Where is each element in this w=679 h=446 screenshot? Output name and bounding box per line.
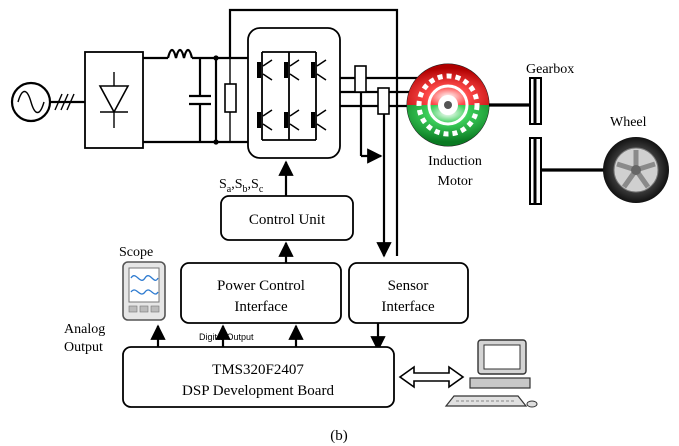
switch-s-b: S xyxy=(235,177,243,192)
control-unit-block xyxy=(220,195,354,241)
switch-s-a: S xyxy=(219,177,227,192)
analog-label-1: Analog xyxy=(64,322,105,337)
scope-label: Scope xyxy=(119,245,153,260)
dsp-label-2: DSP Development Board xyxy=(182,383,334,399)
rectifier-block xyxy=(84,51,144,149)
switch-comma-2: , xyxy=(248,177,252,192)
induction-label: Induction xyxy=(428,154,482,169)
wheel-icon xyxy=(603,137,669,203)
switching-signals-label: Sa,Sb,Sc xyxy=(219,177,264,195)
switch-comma-1: , xyxy=(231,177,235,192)
scope-icon xyxy=(122,261,166,321)
figure-caption: (b) xyxy=(330,428,348,444)
bidirectional-link-arrow xyxy=(398,365,465,389)
dsp-label-1: TMS320F2407 xyxy=(212,362,304,378)
switch-sub-a: a xyxy=(227,184,232,195)
sensor-label-1: Sensor xyxy=(388,278,429,294)
power-control-label-2: Interface xyxy=(234,299,288,315)
dc-link xyxy=(143,48,248,145)
induction-motor-icon xyxy=(406,63,490,147)
switch-sub-b: b xyxy=(243,184,248,195)
wheel-label: Wheel xyxy=(610,115,647,130)
gearbox-icon xyxy=(489,77,606,205)
gearbox-label: Gearbox xyxy=(526,62,574,77)
motor-label: Motor xyxy=(438,174,473,189)
pc-icon xyxy=(444,339,538,408)
sensor-interface-block xyxy=(348,262,469,324)
sensor-label-2: Interface xyxy=(381,299,435,315)
digital-output-label: Digital Output xyxy=(199,332,254,342)
ac-source-icon xyxy=(10,81,85,123)
control-unit-label: Control Unit xyxy=(249,212,326,228)
feedback-wire xyxy=(228,8,399,256)
switch-sub-c: c xyxy=(259,184,264,195)
svg-text:Sa,Sb,Sc: Sa,Sb,Sc xyxy=(219,177,264,195)
analog-label-2: Output xyxy=(64,340,103,355)
power-control-interface-block xyxy=(180,262,342,324)
dsp-board-block xyxy=(122,346,395,408)
switch-s-c: S xyxy=(251,177,259,192)
inverter-block xyxy=(247,27,341,159)
power-control-label-1: Power Control xyxy=(217,278,305,294)
